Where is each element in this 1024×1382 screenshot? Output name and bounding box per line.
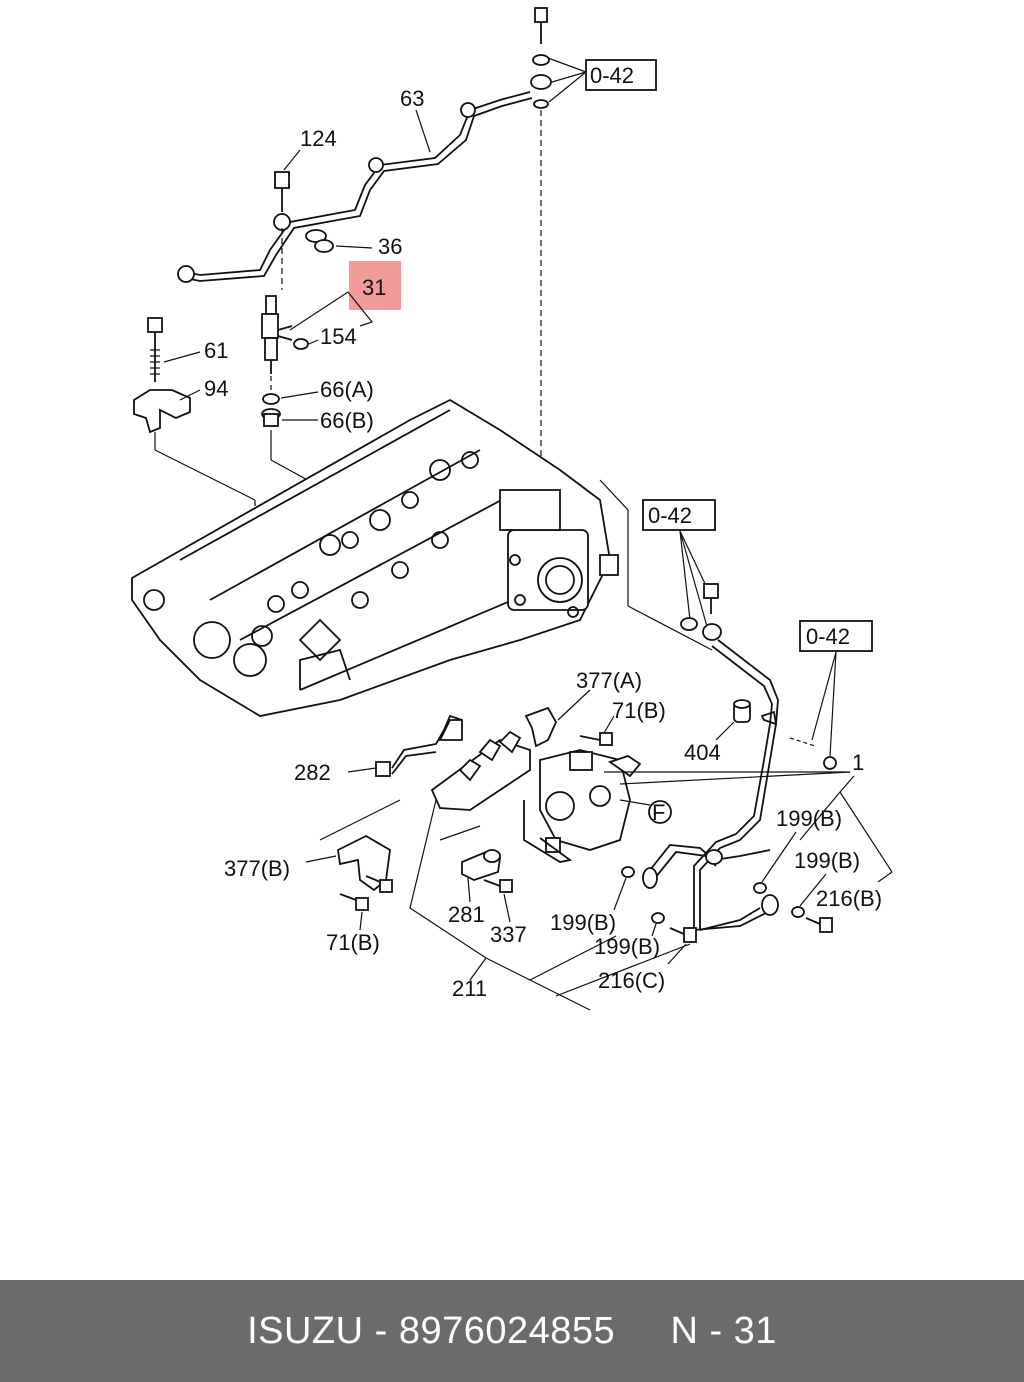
- clamp-281: [461, 849, 501, 881]
- injection-pump: [523, 749, 672, 863]
- callout-F: F: [652, 800, 665, 825]
- seal-66b: [261, 408, 281, 427]
- callout-31: 31: [362, 275, 386, 300]
- footer-text: ISUZU - 8976024855 N - 31: [247, 1309, 777, 1352]
- callout-1: 1: [852, 750, 864, 775]
- oring-66a: [262, 393, 280, 405]
- ref-042-mid: 0-42: [648, 503, 692, 528]
- ref-box-top: [585, 59, 657, 91]
- callout-377b: 377(B): [224, 856, 290, 881]
- callout-71b-bottom: 71(B): [326, 930, 380, 955]
- callout-199b-1: 199(B): [776, 806, 842, 831]
- callout-199b-2: 199(B): [794, 848, 860, 873]
- callout-211: 211: [452, 976, 487, 1001]
- bolt-71b-top: [579, 732, 613, 746]
- fuel-feed-pipe: [642, 623, 779, 931]
- leak-off-pipe: [177, 91, 533, 283]
- washer-154: [293, 338, 309, 350]
- callout-66a: 66(A): [320, 377, 374, 402]
- callout-199b-4: 199(B): [594, 934, 660, 959]
- ref-box-mid: [642, 499, 716, 531]
- spacer-404: [733, 699, 751, 723]
- cylinder-head: [131, 398, 619, 717]
- footer-bar: ISUZU - 8976024855 N - 31: [0, 1280, 1024, 1382]
- callout-377a: 377(A): [576, 668, 642, 693]
- parts-diagram: 0-42 63 124 36 31: [131, 7, 893, 1011]
- bracket-377a: [524, 706, 558, 748]
- stud-61: [147, 317, 163, 382]
- callout-63: 63: [400, 86, 424, 111]
- fuel-rail: [375, 714, 531, 811]
- bracket-377b: [337, 834, 393, 893]
- bolt-124: [274, 171, 290, 212]
- callout-94: 94: [204, 376, 228, 401]
- callout-71b-top: 71(B): [612, 698, 666, 723]
- callout-282: 282: [294, 760, 331, 785]
- callout-36: 36: [378, 234, 402, 259]
- callout-66b: 66(B): [320, 408, 374, 433]
- callout-281: 281: [448, 902, 485, 927]
- top-bolt-assembly: [530, 7, 587, 470]
- bolt-71b-bottom: [339, 893, 369, 911]
- callout-216b: 216(B): [816, 886, 882, 911]
- highlight-box-31: [349, 261, 401, 310]
- callout-199b-3: 199(B): [550, 910, 616, 935]
- bolt-mid: [680, 583, 719, 631]
- clamp-94: [133, 389, 256, 540]
- ref-box-right: [799, 620, 873, 652]
- callout-404: 404: [684, 740, 721, 765]
- callout-61: 61: [204, 338, 228, 363]
- callout-154: 154: [320, 324, 357, 349]
- ref-042-top: 0-42: [590, 63, 634, 88]
- injector-31: [261, 228, 336, 540]
- gasket-36: [305, 229, 334, 253]
- callout-216c: 216(C): [598, 968, 665, 993]
- ref-042-right: 0-42: [806, 624, 850, 649]
- bolt-216b: [805, 917, 833, 933]
- bolt-337: [483, 879, 513, 893]
- bolt-216c: [669, 927, 697, 943]
- callout-124: 124: [300, 126, 337, 151]
- callout-337: 337: [490, 922, 527, 947]
